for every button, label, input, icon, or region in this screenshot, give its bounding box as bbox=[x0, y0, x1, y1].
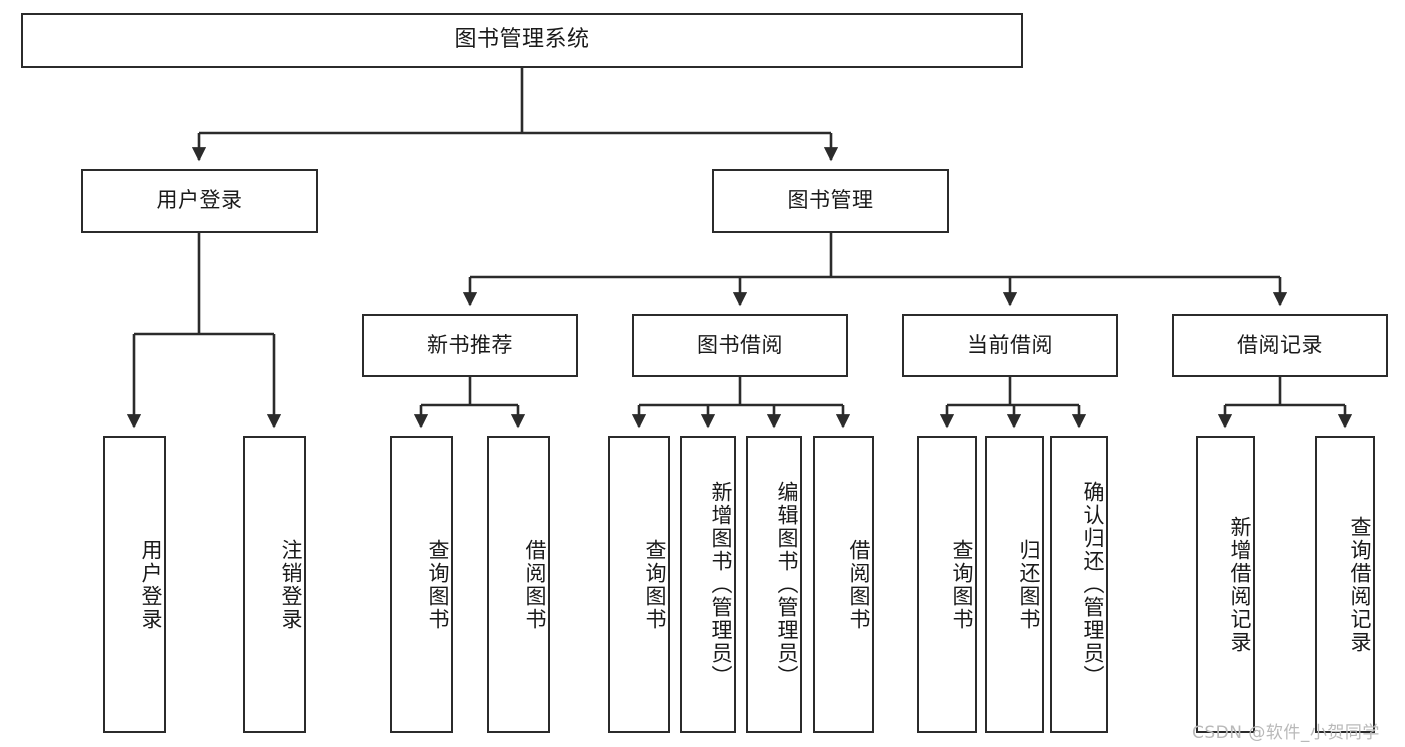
node-leaf-add-book-admin-label: 新增图书（管理员） bbox=[709, 481, 733, 688]
node-root-system-label: 图书管理系统 bbox=[454, 27, 590, 53]
node-book-management-label: 图书管理 bbox=[787, 188, 874, 213]
node-book-borrow[interactable]: 图书借阅 bbox=[632, 314, 848, 377]
node-leaf-logout-label: 注销登录 bbox=[279, 538, 303, 631]
node-leaf-edit-book-admin[interactable]: 编辑图书（管理员） bbox=[746, 436, 802, 733]
node-leaf-borrow-query-book[interactable]: 查询图书 bbox=[608, 436, 670, 733]
node-leaf-recommend-borrow-book[interactable]: 借阅图书 bbox=[487, 436, 550, 733]
node-leaf-confirm-return-admin-label: 确认归还（管理员） bbox=[1081, 481, 1105, 688]
node-leaf-recommend-borrow-book-label: 借阅图书 bbox=[523, 538, 547, 631]
node-new-book-recommend[interactable]: 新书推荐 bbox=[362, 314, 578, 377]
node-user-login[interactable]: 用户登录 bbox=[81, 169, 318, 233]
node-book-borrow-label: 图书借阅 bbox=[697, 332, 783, 357]
node-borrow-record-label: 借阅记录 bbox=[1237, 332, 1323, 357]
node-leaf-return-book-label: 归还图书 bbox=[1017, 538, 1041, 631]
node-leaf-add-book-admin[interactable]: 新增图书（管理员） bbox=[680, 436, 736, 733]
node-leaf-query-borrow-record[interactable]: 查询借阅记录 bbox=[1315, 436, 1375, 733]
node-current-borrow[interactable]: 当前借阅 bbox=[902, 314, 1118, 377]
node-leaf-borrow-query-book-label: 查询图书 bbox=[643, 538, 667, 631]
node-leaf-current-query-book-label: 查询图书 bbox=[950, 538, 974, 631]
node-leaf-recommend-query-book[interactable]: 查询图书 bbox=[390, 436, 453, 733]
node-leaf-borrow-book-label: 借阅图书 bbox=[847, 538, 871, 631]
node-user-login-label: 用户登录 bbox=[156, 188, 243, 213]
node-leaf-return-book[interactable]: 归还图书 bbox=[985, 436, 1044, 733]
csdn-watermark: CSDN @软件_小贺同学 bbox=[1192, 723, 1380, 743]
node-root-system[interactable]: 图书管理系统 bbox=[21, 13, 1023, 68]
node-leaf-add-borrow-record[interactable]: 新增借阅记录 bbox=[1196, 436, 1255, 733]
node-leaf-logout[interactable]: 注销登录 bbox=[243, 436, 306, 733]
node-leaf-confirm-return-admin[interactable]: 确认归还（管理员） bbox=[1050, 436, 1108, 733]
node-leaf-edit-book-admin-label: 编辑图书（管理员） bbox=[775, 481, 799, 688]
node-borrow-record[interactable]: 借阅记录 bbox=[1172, 314, 1388, 377]
node-book-management[interactable]: 图书管理 bbox=[712, 169, 949, 233]
node-leaf-query-borrow-record-label: 查询借阅记录 bbox=[1348, 515, 1372, 654]
node-leaf-current-query-book[interactable]: 查询图书 bbox=[917, 436, 977, 733]
node-leaf-user-login-label: 用户登录 bbox=[139, 538, 163, 631]
node-leaf-borrow-book[interactable]: 借阅图书 bbox=[813, 436, 874, 733]
node-leaf-recommend-query-book-label: 查询图书 bbox=[426, 538, 450, 631]
node-leaf-user-login[interactable]: 用户登录 bbox=[103, 436, 166, 733]
node-new-book-recommend-label: 新书推荐 bbox=[427, 332, 513, 357]
node-current-borrow-label: 当前借阅 bbox=[967, 332, 1053, 357]
node-leaf-add-borrow-record-label: 新增借阅记录 bbox=[1228, 515, 1252, 654]
